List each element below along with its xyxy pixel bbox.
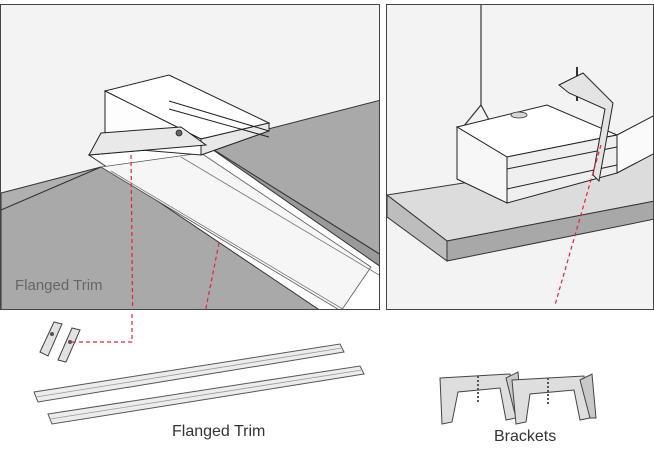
bracket-fixture-illustration <box>387 5 653 306</box>
brackets-caption: Brackets <box>494 428 557 445</box>
trim-clips-drawing <box>39 321 81 363</box>
flanged-trim-strips-drawing <box>33 343 365 425</box>
inset-trim-label: Flanged Trim <box>15 277 103 294</box>
flanged-trim-caption: Flanged Trim <box>172 423 266 440</box>
brackets-drawing <box>439 371 597 425</box>
suspended-install-panel <box>386 4 654 310</box>
recessed-install-panel: Flanged Trim <box>0 4 380 310</box>
recessed-fixture-illustration <box>1 74 379 309</box>
